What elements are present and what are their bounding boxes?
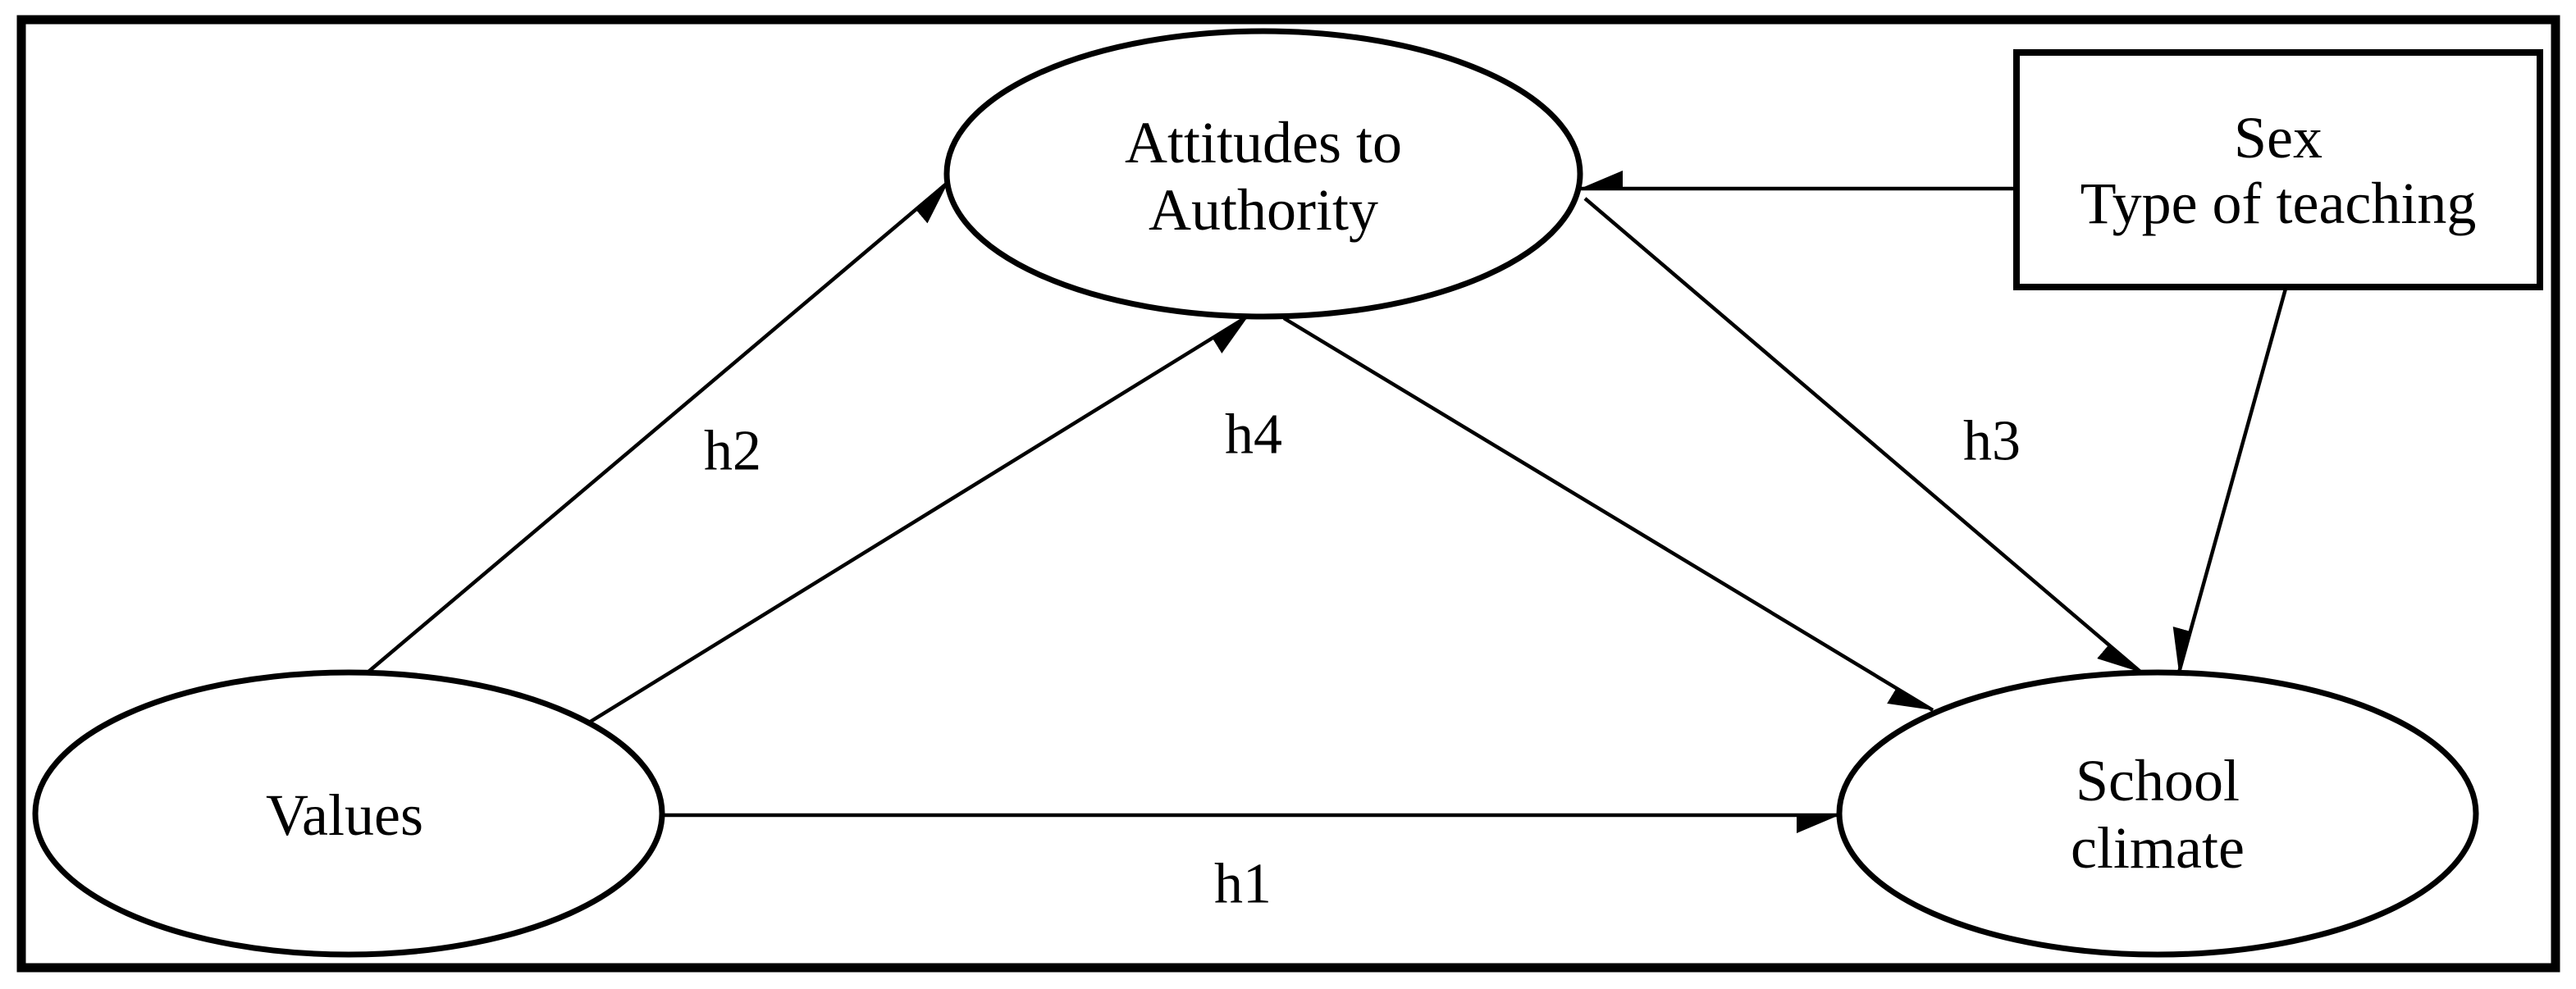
edge-h3-line [1583, 197, 2143, 674]
sex-type-of-teaching-label-line1: Sex [2234, 105, 2323, 171]
node-sex-type-of-teaching [2013, 49, 2543, 290]
edge-label-h4: h4 [1225, 403, 1282, 467]
sex-type-of-teaching-rect [2013, 49, 2543, 290]
attitudes-to-authority-label-line1: Attitudes to [1125, 110, 1402, 175]
values-label: Values [266, 782, 423, 848]
edge-label-h2: h2 [704, 420, 761, 483]
edge-h4-line [587, 314, 1250, 724]
edge-covariates-to-school-line [2179, 288, 2288, 673]
attitudes-to-authority-label-line2: Authority [1149, 177, 1378, 243]
edge-label-h1: h1 [1214, 853, 1272, 916]
edge-attitudes-to-school-line [1282, 317, 1934, 712]
sex-type-of-teaching-label-line2: Type of teaching [2080, 171, 2477, 236]
edge-label-h3: h3 [1963, 410, 2021, 473]
figure-border [16, 15, 2560, 973]
school-climate-label-line2: climate [2071, 815, 2245, 881]
node-school-climate [1836, 669, 2479, 958]
school-climate-label-line1: School [2076, 748, 2240, 814]
school-climate-ellipse [1836, 669, 2479, 958]
edge-h2-line [366, 180, 950, 674]
